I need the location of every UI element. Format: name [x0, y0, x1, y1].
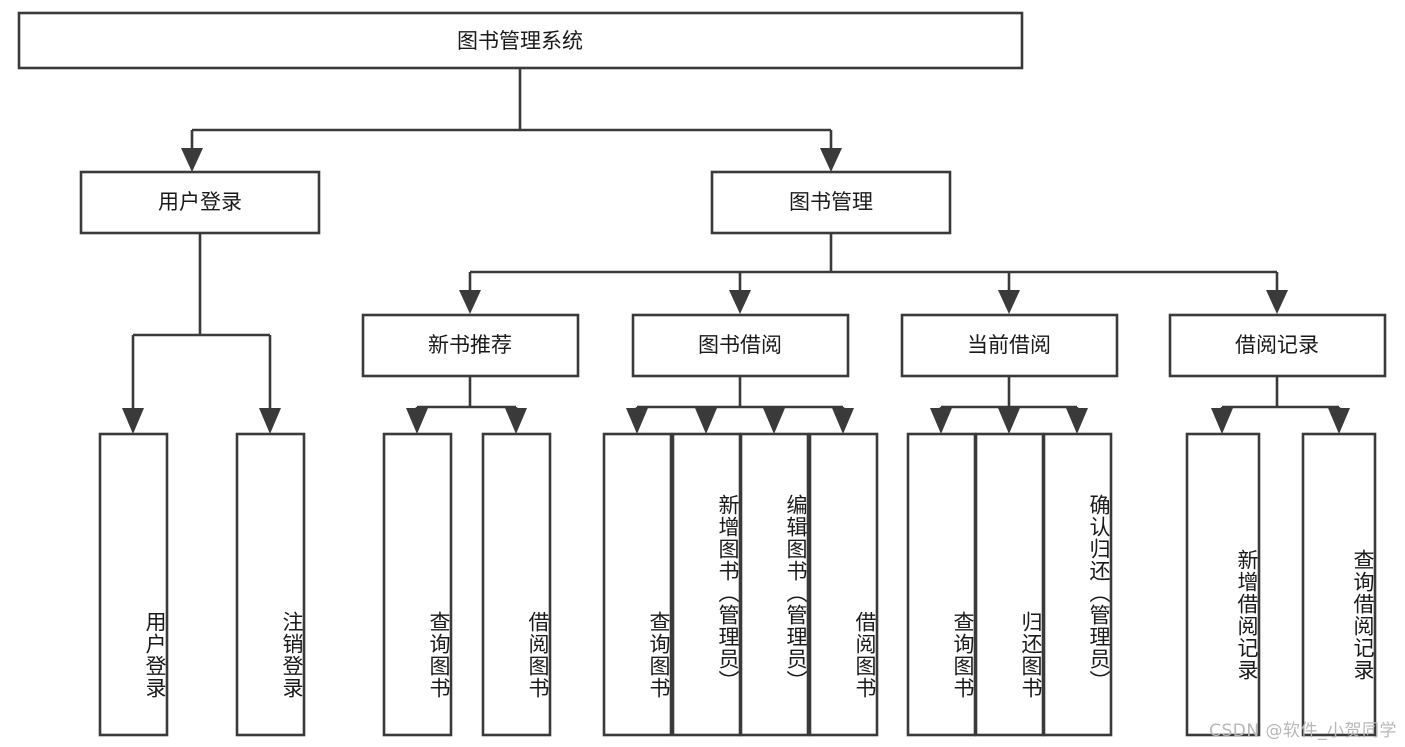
arrow-head-leaf-13	[1328, 408, 1350, 434]
arrow-head-user-login	[181, 148, 203, 172]
node-leaf-11-box[interactable]	[1042, 432, 1113, 737]
node-book-manage-label: 图书管理	[789, 190, 873, 214]
node-leaf-6-box[interactable]	[671, 432, 742, 737]
arrow-head-borrow-record	[1266, 290, 1288, 314]
node-leaf-1-box[interactable]	[98, 432, 169, 737]
arrow-head-leaf-4	[505, 408, 527, 434]
node-book-borrow-label: 图书借阅	[698, 333, 782, 357]
node-borrow-record-label: 借阅记录	[1235, 333, 1319, 357]
node-current-borrow-label: 当前借阅	[967, 333, 1051, 357]
node-book-borrow[interactable]: 图书借阅	[631, 313, 850, 378]
node-book-manage[interactable]: 图书管理	[710, 170, 952, 235]
node-leaf-5-box[interactable]	[602, 432, 673, 737]
node-new-book-rec[interactable]: 新书推荐	[361, 313, 580, 378]
arrow-head-current-borrow	[998, 290, 1020, 314]
node-root[interactable]: 图书管理系统	[17, 11, 1024, 70]
arrow-head-leaf-2	[259, 408, 281, 434]
node-user-login-box[interactable]	[79, 170, 321, 235]
node-leaf-3-box[interactable]	[382, 432, 453, 737]
arrow-head-new-book-rec	[459, 290, 481, 314]
connector-group-new-book-rec	[406, 376, 527, 434]
node-leaf-4-box[interactable]	[481, 432, 552, 737]
arrow-head-leaf-8	[832, 408, 854, 434]
arrow-head-leaf-11	[1066, 408, 1088, 434]
node-leaf-12-box[interactable]	[1185, 432, 1261, 737]
node-current-borrow[interactable]: 当前借阅	[900, 313, 1119, 378]
arrow-head-leaf-6	[695, 408, 717, 434]
node-leaf-10-box[interactable]	[974, 432, 1045, 737]
connector-group-book-borrow	[626, 376, 854, 434]
node-leaf-7-box[interactable]	[739, 432, 810, 737]
node-new-book-rec-box[interactable]	[361, 313, 580, 378]
arrow-head-leaf-7	[763, 408, 785, 434]
connector-group-current-borrow	[930, 376, 1088, 434]
connector-group-root	[181, 68, 842, 172]
arrow-head-book-borrow	[729, 290, 751, 314]
arrow-head-book-manage	[820, 148, 842, 172]
arrow-head-leaf-12	[1211, 408, 1233, 434]
node-leaf-13-box[interactable]	[1301, 432, 1377, 737]
arrow-head-leaf-5	[626, 408, 648, 434]
node-current-borrow-box[interactable]	[900, 313, 1119, 378]
csdn-watermark: CSDN @软件_小贺同学	[1209, 721, 1397, 741]
arrow-head-leaf-9	[930, 408, 952, 434]
connector-group-borrow-record	[1211, 376, 1350, 434]
node-book-manage-box[interactable]	[710, 170, 952, 235]
node-leaf-9-box[interactable]	[906, 432, 977, 737]
arrow-head-leaf-10	[998, 408, 1020, 434]
arrow-head-leaf-1	[122, 408, 144, 434]
connector-group-book-manage	[459, 233, 1288, 314]
node-leaf-8-box[interactable]	[808, 432, 879, 737]
node-borrow-record[interactable]: 借阅记录	[1168, 313, 1387, 378]
arrow-head-leaf-3	[406, 408, 428, 434]
connector-group-user-login	[122, 233, 281, 434]
node-root-box[interactable]	[17, 11, 1024, 70]
node-root-label: 图书管理系统	[457, 29, 583, 53]
node-borrow-record-box[interactable]	[1168, 313, 1387, 378]
node-user-login[interactable]: 用户登录	[79, 170, 321, 235]
node-book-borrow-box[interactable]	[631, 313, 850, 378]
node-new-book-rec-label: 新书推荐	[428, 333, 512, 357]
node-leaf-2-box[interactable]	[235, 432, 306, 737]
node-user-login-label: 用户登录	[158, 190, 242, 214]
